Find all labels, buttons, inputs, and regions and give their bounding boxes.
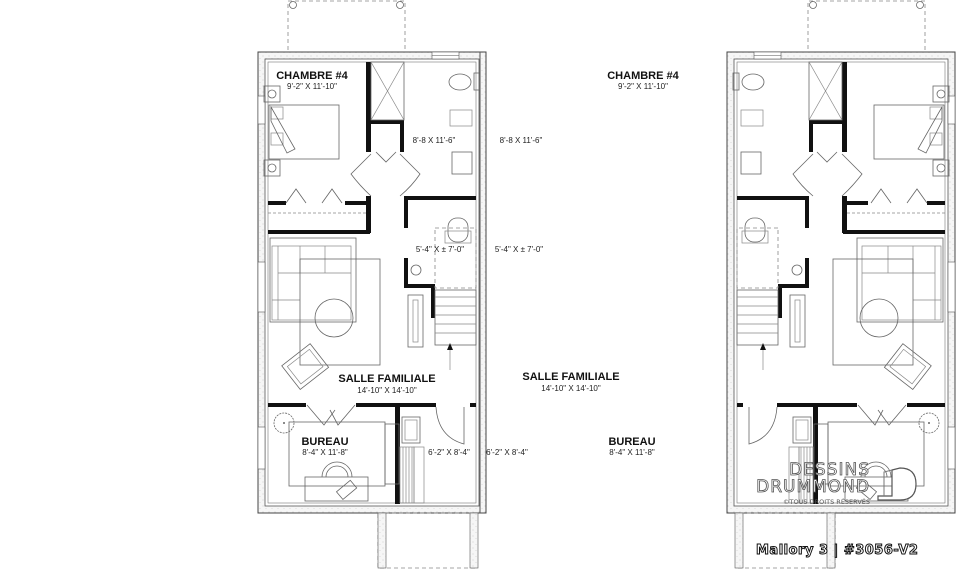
right-utility-dims: 5'-4" X ± 7'-0" bbox=[495, 245, 543, 254]
left-bedroom-dims: 9'-2" X 11'-10" bbox=[287, 82, 337, 91]
drummond-d-icon bbox=[877, 467, 917, 501]
brand-copyright: ©TOUS DROITS RÉSERVÉS bbox=[783, 498, 870, 506]
left-bathroom-dims: 8'-8 X 11'-6" bbox=[413, 136, 456, 145]
brand-line-1: DESSINS bbox=[789, 460, 870, 480]
right-family-room-title: SALLE FAMILIALE bbox=[522, 371, 619, 383]
left-storage-dims: 6'-2" X 8'-4" bbox=[428, 448, 470, 457]
right-office-title: BUREAU bbox=[608, 436, 655, 448]
right-office-dims: 8'-4" X 11'-8" bbox=[609, 448, 655, 457]
left-office-dims: 8'-4" X 11'-8" bbox=[302, 448, 348, 457]
left-utility-dims: 5'-4" X ± 7'-0" bbox=[416, 245, 464, 254]
brand-line-2: DRUMMOND bbox=[756, 477, 870, 497]
left-bedroom-title: CHAMBRE #4 bbox=[276, 70, 348, 82]
left-family-room-title: SALLE FAMILIALE bbox=[338, 373, 435, 385]
plan-name: Mallory 3 | #3056-V2 bbox=[755, 543, 919, 559]
right-bathroom-dims: 8'-8 X 11'-6" bbox=[500, 136, 543, 145]
right-family-room-dims: 14'-10" X 14'-10" bbox=[541, 384, 601, 393]
left-office-title: BUREAU bbox=[301, 436, 348, 448]
brand-logo: DESSINS DRUMMOND ©TOUS DROITS RÉSERVÉS bbox=[752, 460, 952, 506]
right-bedroom-dims: 9'-2" X 11'-10" bbox=[618, 82, 668, 91]
right-storage-dims: 6'-2" X 8'-4" bbox=[486, 448, 528, 457]
left-family-room-dims: 14'-10" X 14'-10" bbox=[357, 386, 417, 395]
right-bedroom-title: CHAMBRE #4 bbox=[607, 70, 679, 82]
